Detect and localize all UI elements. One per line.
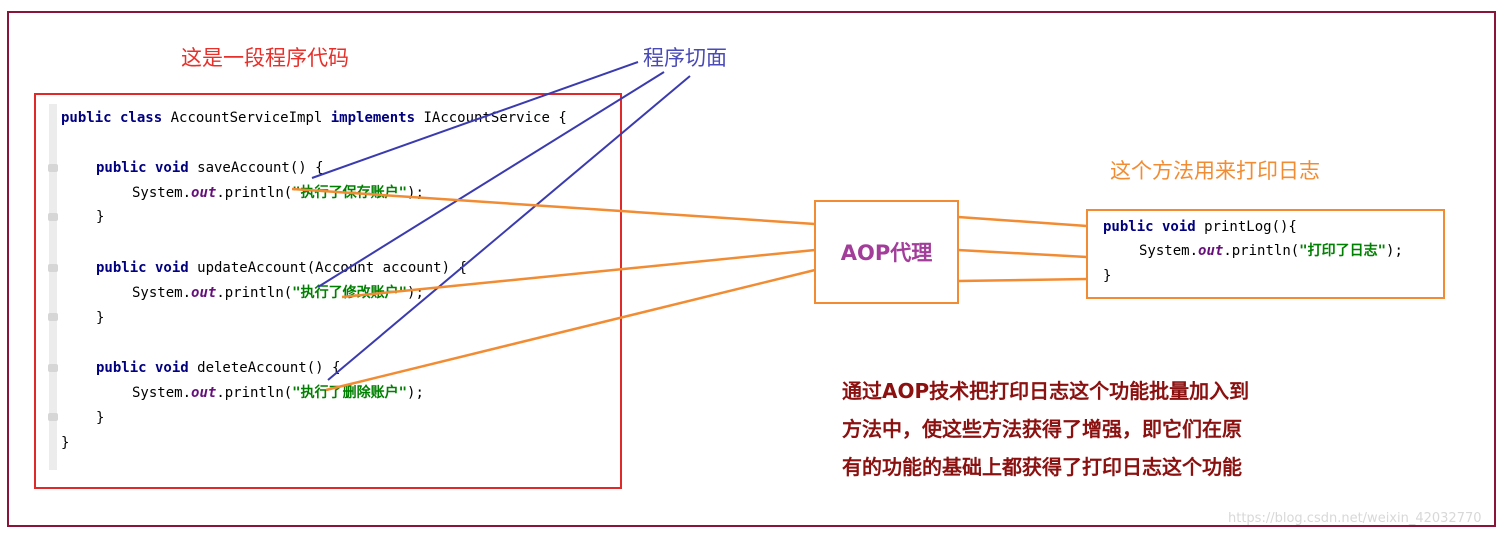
code-line-delete-print: System.out.println("执行了删除账户"); xyxy=(132,385,424,401)
proxy-line-save xyxy=(291,187,816,226)
aspect-lines xyxy=(311,61,691,381)
aop-proxy-label: AOP代理 xyxy=(840,241,933,265)
code-line-save-signature: public void saveAccount() { xyxy=(96,160,324,176)
code-line-close-brace: } xyxy=(96,209,105,225)
method-title: 这个方法用来打印日志 xyxy=(1110,159,1320,183)
description-line: 方法中，使这些方法获得了增强，即它们在原 xyxy=(842,417,1242,441)
editor-gutter xyxy=(49,104,57,470)
log-line-close: } xyxy=(1103,268,1112,284)
aop-proxy-box: AOP代理 xyxy=(814,200,959,304)
aspect-title: 程序切面 xyxy=(643,46,727,70)
proxy-line-update xyxy=(341,248,816,299)
code-line-update-print: System.out.println("执行了修改账户"); xyxy=(132,285,424,301)
code-line-delete-signature: public void deleteAccount() { xyxy=(96,360,341,376)
log-line-mid xyxy=(957,248,1088,259)
fold-marker xyxy=(48,364,58,372)
description-text: 通过AOP技术把打印日志这个功能批量加入到 方法中，使这些方法获得了增强，即它们… xyxy=(842,372,1249,486)
description-line: 通过AOP技术把打印日志这个功能批量加入到 xyxy=(842,379,1250,403)
code-line-class-close: } xyxy=(61,435,70,451)
aspect-line-update xyxy=(317,71,665,288)
description-line: 有的功能的基础上都获得了打印日志这个功能 xyxy=(842,455,1242,479)
log-line-signature: public void printLog(){ xyxy=(1103,219,1297,235)
code-line-update-signature: public void updateAccount(Account accoun… xyxy=(96,260,467,276)
code-line-close-brace: } xyxy=(96,310,105,326)
log-line-print: System.out.println("打印了日志"); xyxy=(1139,243,1403,259)
fold-marker xyxy=(48,164,58,172)
fold-marker xyxy=(48,264,58,272)
log-line-top xyxy=(957,215,1088,228)
fold-marker xyxy=(48,213,58,221)
fold-marker xyxy=(48,313,58,321)
proxy-lines xyxy=(291,187,1088,392)
print-log-box xyxy=(1086,209,1445,299)
aspect-line-save xyxy=(311,61,639,179)
fold-marker xyxy=(48,413,58,421)
aspect-line-delete xyxy=(327,75,691,381)
proxy-line-delete xyxy=(325,268,816,392)
code-title: 这是一段程序代码 xyxy=(181,46,349,70)
diagram-frame xyxy=(7,11,1496,527)
code-line-class: public class AccountServiceImpl implemen… xyxy=(61,110,567,126)
code-line-close-brace: } xyxy=(96,410,105,426)
code-box xyxy=(34,93,622,489)
watermark: https://blog.csdn.net/weixin_42032770 xyxy=(1228,511,1482,526)
log-line-bottom xyxy=(957,277,1088,283)
